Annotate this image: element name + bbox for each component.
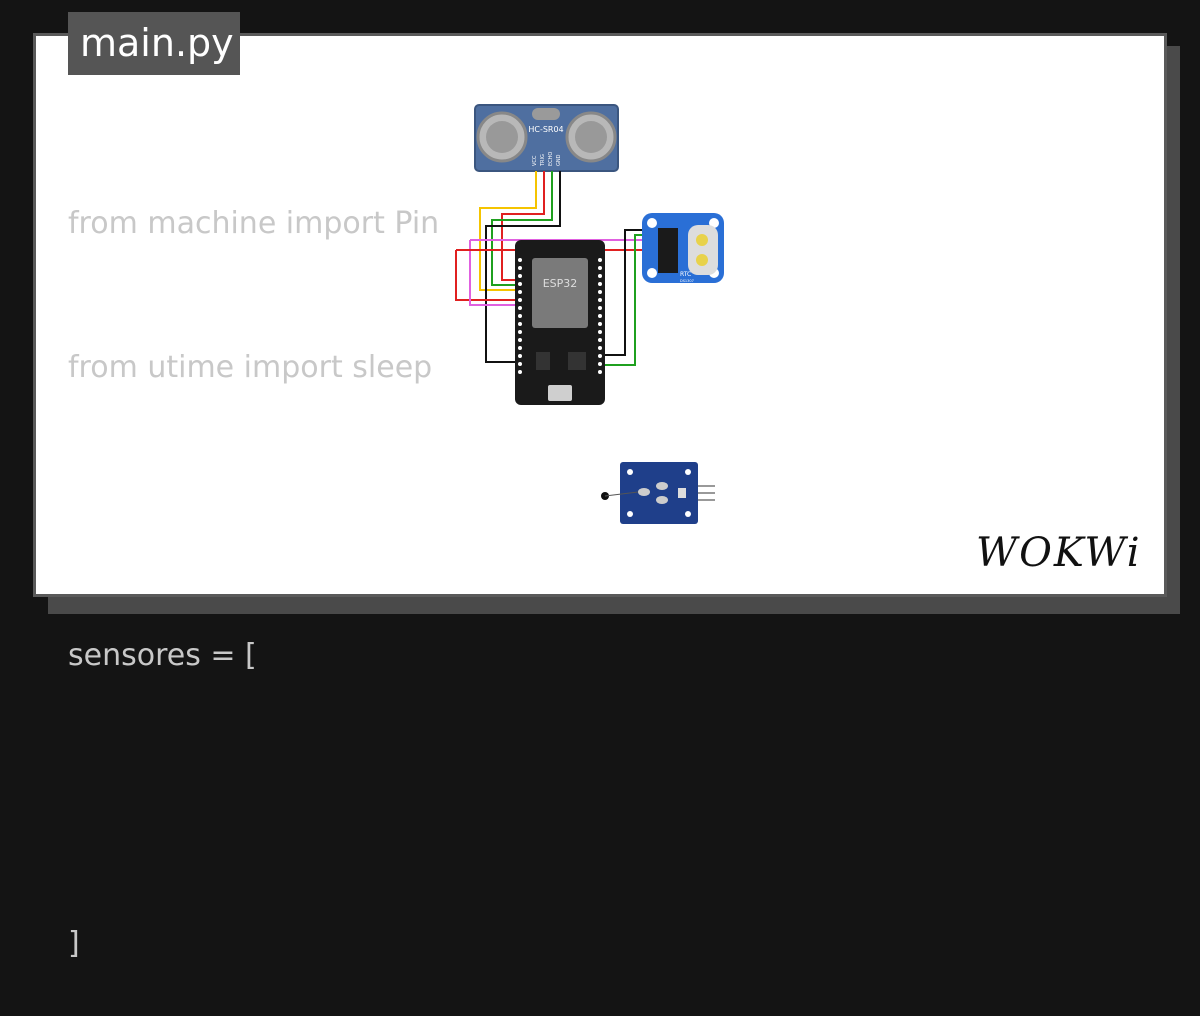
- mcu-label: ESP32: [543, 277, 578, 290]
- pin-label: GND: [556, 154, 562, 166]
- code-line: [68, 776, 439, 824]
- code-line: from utime import sleep: [68, 350, 433, 385]
- temperature-sensor[interactable]: [601, 462, 715, 524]
- code-line: ]: [68, 926, 80, 961]
- ultrasonic-sensor[interactable]: HC-SR04 VCC TRIG ECHO GND: [474, 104, 619, 172]
- code-line: sensores = [: [68, 638, 257, 673]
- file-tab[interactable]: main.py: [68, 12, 240, 75]
- file-tab-label: main.py: [80, 21, 234, 65]
- code-snippet: from machine import Pin from utime impor…: [68, 104, 439, 1016]
- code-line: from machine import Pin: [68, 206, 440, 241]
- code-line: [68, 488, 439, 536]
- pin-label: VCC: [532, 155, 538, 166]
- circuit-diagram: HC-SR04 VCC TRIG ECHO GND ESP32: [455, 104, 724, 524]
- wokwi-logo[interactable]: WOKWi: [976, 530, 1142, 576]
- ultrasonic-label: HC-SR04: [528, 125, 563, 134]
- rtc-module[interactable]: RTC DS1307: [642, 213, 724, 283]
- rtc-chip-label: DS1307: [680, 279, 694, 283]
- pin-label: TRIG: [540, 154, 546, 167]
- pin-label: ECHO: [548, 152, 554, 166]
- rtc-label: RTC: [680, 271, 691, 278]
- esp32-board[interactable]: ESP32: [515, 240, 605, 405]
